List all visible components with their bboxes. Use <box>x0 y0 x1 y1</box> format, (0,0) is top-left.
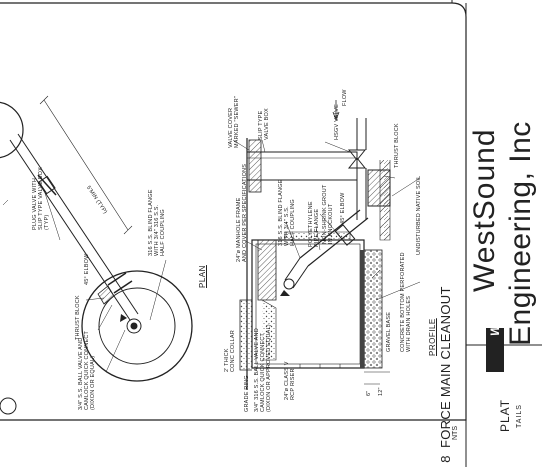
plan-manhole-outer <box>81 270 193 382</box>
wse-logo-text: WSE <box>488 308 502 336</box>
note-manhole-frame: 24"ø MANHOLE FRAME AND COVER PER SPECIFI… <box>236 163 248 262</box>
plan-dimension-line <box>43 99 129 231</box>
detail-scale: NTS <box>452 426 459 440</box>
note-profile-blind-flange: 316 S.S. BLIND FLANGE WITH 3/4" S.S. HAL… <box>278 179 296 246</box>
detail-number: 8 <box>438 455 453 463</box>
note-plan-elbow: 45° ELBOW <box>84 253 90 285</box>
profile-view <box>232 100 421 390</box>
profile-label: PROFILE <box>428 318 437 356</box>
note-grade-ring: GRADE RING <box>244 375 250 412</box>
note-gravel-base: GRAVEL BASE <box>386 311 392 352</box>
dim-12in: 12" <box>378 387 384 396</box>
profile-concrete-collar <box>239 299 252 371</box>
note-riser: 24"ø CLASS V RCP RISER <box>284 361 296 400</box>
note-profile-ball-valve: 3/4" 316 S.S. BALL VALVE AND CAMLOCK QUI… <box>254 324 272 412</box>
note-flow: FLOW <box>342 89 348 106</box>
wse-logo-mark <box>486 328 504 372</box>
sheet-subtitle: TAILS <box>516 404 523 428</box>
note-polyethylene-flange: POLYETHYLENE PIPE FLANGE <box>308 201 320 247</box>
dim-6in: 6" <box>366 390 372 396</box>
company-name-line2: Engineering, Inc <box>504 121 537 346</box>
sheet-title: PLAT <box>498 398 512 432</box>
company-name-line1: WestSound <box>468 128 501 292</box>
plan-view <box>0 95 193 382</box>
detail-title: FORCE MAIN CLEANOUT <box>438 286 453 448</box>
profile-valve-box <box>246 151 358 181</box>
note-grout: NON-SHRINK GROUT IN KNOCKOUT <box>322 184 334 244</box>
note-plan-blind-flange: 316 S.S. BLIND FLANGE WITH 3/4" 316 S.S.… <box>148 189 166 256</box>
note-hsgv-valve: HSGV VALVE <box>334 103 340 140</box>
note-concrete-bottom: CONCRETE BOTTOM PERFORATED WITH DRAIN HO… <box>400 252 412 352</box>
note-profile-thrust-block: THRUST BLOCK <box>394 123 400 168</box>
detail-number-bubble <box>0 397 17 415</box>
plan-manhole-inner <box>98 287 176 365</box>
note-concrete-collar: 2' THICK CONC COLLAR <box>224 330 236 372</box>
note-profile-elbow: 45° ELBOW <box>340 192 346 224</box>
note-plan-ball-valve: 3/4" S.S. BALL VALVE AND CAMLOCK QUICK C… <box>78 330 96 410</box>
plan-plug-valve <box>38 175 56 195</box>
note-slip-valve-box: SLIP TYPE VALVE BOX <box>258 108 270 140</box>
plan-label: PLAN <box>198 265 207 288</box>
plan-upper-circle <box>0 101 24 159</box>
note-plug-valve: PLUG VALVE WITH SLIP TYPE VALVE BOX (TYP… <box>32 166 50 230</box>
note-valve-cover: VALVE COVER MARKED "SEWER" <box>228 96 240 148</box>
note-undisturbed-soil: UNDISTURBED NATIVE SOIL <box>416 175 422 255</box>
profile-gravel-base <box>363 249 383 369</box>
